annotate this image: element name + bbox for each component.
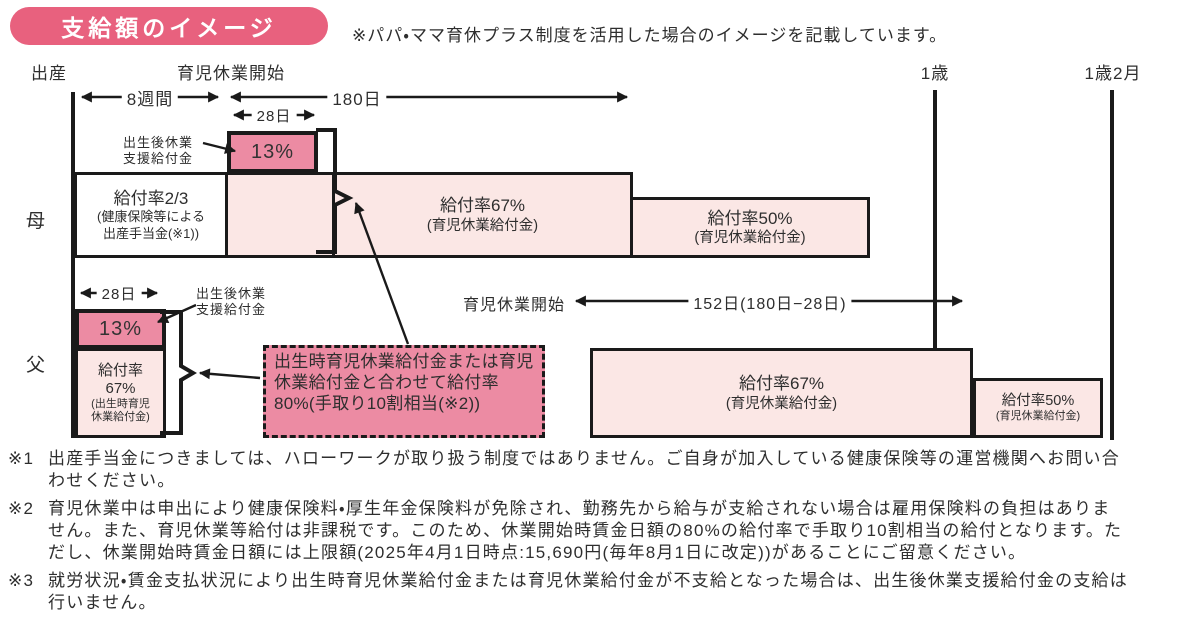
mother-postnatal-support-rate: 13%: [250, 140, 295, 163]
father-birth-leave-name-line1: (出生時育児: [91, 397, 150, 410]
father-postnatal-support-label-line2: 支援給付金: [196, 302, 267, 318]
father-postnatal-support-rate: 13%: [98, 317, 143, 340]
title-badge: 支給額のイメージ: [10, 7, 328, 45]
mother-maternity-allowance-source-1: (健康保険等による: [97, 209, 205, 225]
father-combined-rate-callout: 出生時育児休業給付金または育児休業給付金と合わせて給付率 80%(手取り10割相…: [263, 345, 545, 438]
father-benefit-50-rate: 給付率50%: [1001, 393, 1075, 410]
father-row-label: 父: [26, 355, 47, 376]
mother-benefit-50-box: 給付率50% (育児休業給付金): [630, 197, 870, 258]
timeline-label-birth: 出産: [31, 64, 67, 83]
subtitle-note: ※パパ・ママ育休プラス制度を活用した場合のイメージを記載しています。: [352, 26, 948, 45]
mother-benefit-50-name: (育児休業給付金): [694, 230, 806, 247]
mother-maternity-allowance-rate: 給付率2/3: [113, 189, 189, 209]
span-label-28-days-mother: 28日: [251, 105, 297, 126]
mother-benefit-67-box: 給付率67% (育児休業給付金): [332, 172, 633, 258]
span-label-152-days: 152日(180日−28日): [688, 290, 852, 314]
mother-postnatal-support-label-line2: 支援給付金: [122, 151, 193, 167]
footnote-2-marker: ※2: [8, 499, 35, 518]
footnote-2-text: 育児休業中は申出により健康保険料・厚生年金保険料が免除され、勤務先から給与が支給…: [48, 499, 1123, 562]
footnote-2: ※2 育児休業中は申出により健康保険料・厚生年金保険料が免除され、勤務先から給与…: [8, 498, 1172, 564]
mother-benefit-67-rate: 給付率67%: [439, 196, 526, 216]
father-benefit-67-name: (育児休業給付金): [725, 395, 838, 412]
mother-benefit-50-rate: 給付率50%: [707, 208, 793, 228]
father-birth-leave-benefit-box: 給付率 67% (出生時育児 休業給付金): [75, 348, 166, 438]
father-benefit-67-box: 給付率67% (育児休業給付金): [590, 348, 973, 438]
span-label-28-days-father: 28日: [96, 283, 142, 304]
footnote-1-text: 出産手当金につきましては、ハローワークが取り扱う制度ではありません。ご自身が加入…: [48, 449, 1120, 490]
mother-postnatal-support-label-line1: 出生後休業: [122, 135, 193, 150]
timeline-label-age-one: 1歳: [920, 64, 950, 83]
footnote-3-marker: ※3: [8, 571, 35, 590]
span-label-8-weeks: 8週間: [121, 85, 179, 110]
page-title: 支給額のイメージ: [61, 15, 277, 41]
mother-first-28days-segment: [225, 172, 335, 258]
father-birth-leave-rate-line2: 67%: [105, 379, 136, 397]
span-label-180-days: 180日: [327, 85, 387, 110]
mother-postnatal-support-box: 13%: [227, 131, 318, 173]
timeline-label-age-one-two-months: 1歳2月: [1084, 64, 1142, 83]
father-postnatal-support-box: 13%: [75, 309, 166, 349]
footnote-1-marker: ※1: [8, 449, 35, 468]
footnote-3-text: 就労状況・賃金支払状況により出生時育児休業給付金または育児休業給付金が不支給とな…: [48, 571, 1128, 612]
callout-arrow-to-father-bracket: [198, 368, 261, 380]
mother-benefit-67-name: (育児休業給付金): [426, 217, 539, 234]
father-birth-leave-name-line2: 休業給付金): [91, 411, 150, 423]
father-benefit-50-name: (育児休業給付金): [995, 410, 1081, 423]
timeline-label-father-leave-start: 育児休業開始: [463, 297, 566, 314]
father-benefit-50-box: 給付率50% (育児休業給付金): [973, 378, 1103, 438]
footnote-3: ※3 就労状況・賃金支払状況により出生時育児休業給付金または育児休業給付金が不支…: [8, 570, 1172, 614]
mother-maternity-allowance-source-2: 出産手当金(※1)): [102, 225, 200, 241]
father-birth-leave-rate-line1: 給付率: [97, 361, 143, 379]
father-postnatal-support-label-line1: 出生後休業: [196, 286, 267, 301]
footnotes: ※1 出産手当金につきましては、ハローワークが取り扱う制度ではありません。ご自身…: [8, 448, 1172, 620]
father-postnatal-support-label: 出生後休業 支援給付金: [196, 286, 266, 319]
father-benefit-67-rate: 給付率67%: [738, 374, 825, 394]
mother-row-label: 母: [26, 211, 47, 232]
mother-maternity-allowance-box: 給付率2/3 (健康保険等による 出産手当金(※1)): [74, 172, 228, 258]
timeline-label-mother-leave-start: 育児休業開始: [177, 64, 285, 83]
mother-postnatal-support-label: 出生後休業 支援給付金: [108, 135, 208, 168]
footnote-1: ※1 出産手当金につきましては、ハローワークが取り扱う制度ではありません。ご自身…: [8, 448, 1172, 492]
